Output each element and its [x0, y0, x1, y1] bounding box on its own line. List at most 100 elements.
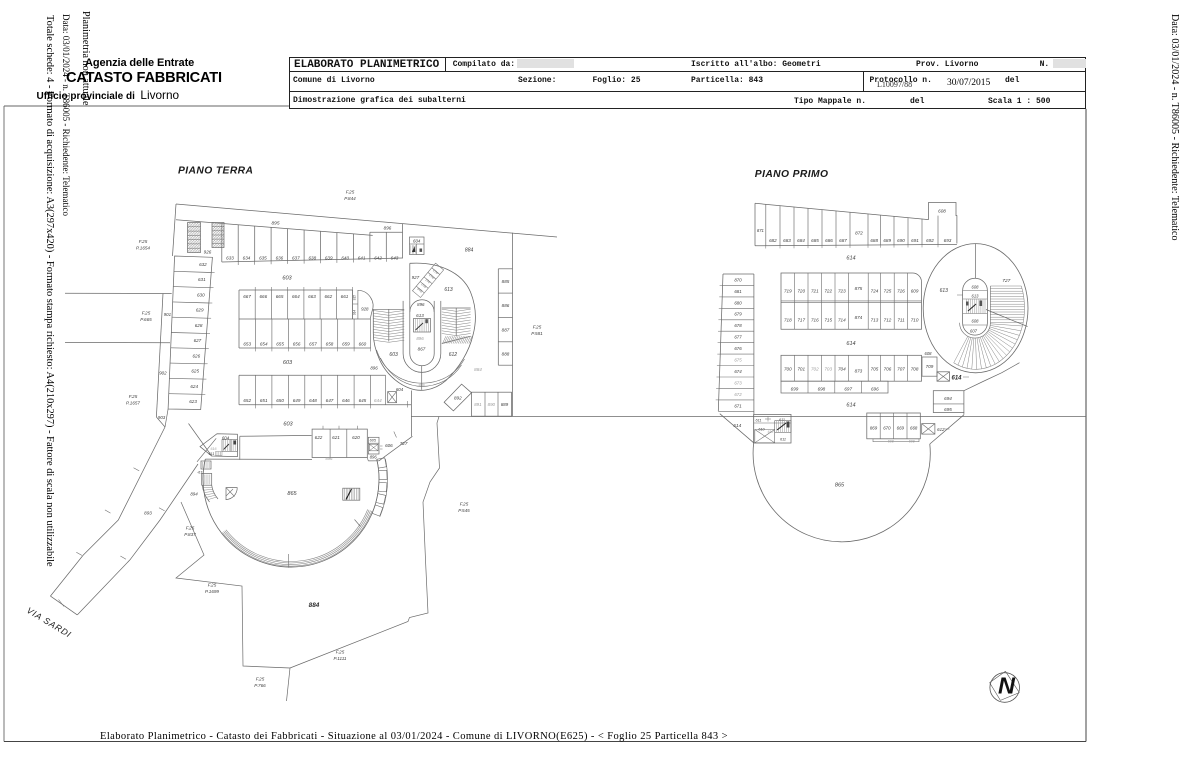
svg-text:608: 608 [925, 351, 933, 356]
svg-text:875: 875 [855, 286, 863, 291]
svg-text:928: 928 [361, 306, 369, 311]
svg-text:717: 717 [797, 318, 805, 323]
svg-text:684: 684 [797, 238, 805, 243]
svg-text:632: 632 [199, 262, 207, 267]
svg-text:614: 614 [846, 403, 855, 409]
svg-text:683: 683 [783, 238, 791, 243]
svg-text:608: 608 [972, 285, 980, 290]
svg-text:P.665: P.665 [140, 317, 152, 322]
svg-text:N: N [998, 673, 1016, 699]
svg-text:662: 662 [324, 294, 332, 299]
svg-text:638: 638 [308, 255, 316, 260]
svg-text:723: 723 [838, 289, 846, 294]
svg-text:926: 926 [204, 250, 212, 255]
svg-text:P.545: P.545 [458, 508, 470, 513]
svg-text:910: 910 [421, 282, 428, 289]
svg-text:888: 888 [502, 351, 510, 356]
svg-text:639: 639 [325, 255, 333, 260]
svg-text:713: 713 [871, 318, 879, 323]
svg-text:608: 608 [888, 440, 894, 444]
svg-text:885: 885 [502, 279, 510, 284]
svg-text:726: 726 [897, 289, 905, 294]
svg-text:715: 715 [824, 318, 832, 323]
svg-text:884: 884 [309, 602, 320, 609]
svg-text:722: 722 [824, 289, 832, 294]
svg-text:892: 892 [454, 396, 462, 401]
svg-text:725: 725 [884, 289, 892, 294]
svg-text:682: 682 [769, 238, 777, 243]
svg-text:665: 665 [276, 294, 284, 299]
svg-text:604: 604 [413, 239, 421, 244]
svg-text:873: 873 [855, 369, 863, 374]
svg-text:679: 679 [734, 312, 742, 317]
svg-text:650: 650 [276, 398, 284, 403]
svg-text:724: 724 [871, 289, 879, 294]
svg-text:698: 698 [818, 387, 826, 392]
svg-text:666: 666 [259, 294, 267, 299]
svg-text:611: 611 [755, 418, 761, 422]
svg-text:708: 708 [911, 367, 919, 372]
svg-text:896: 896 [326, 456, 334, 461]
svg-text:869: 869 [870, 425, 878, 430]
svg-text:F.25: F.25 [256, 677, 265, 682]
svg-text:605: 605 [370, 439, 377, 443]
svg-text:688: 688 [870, 238, 878, 243]
svg-text:F.25: F.25 [129, 394, 138, 399]
svg-text:872: 872 [855, 231, 863, 236]
svg-text:896: 896 [416, 336, 424, 341]
svg-text:896: 896 [370, 366, 378, 371]
svg-text:612: 612 [937, 427, 945, 432]
svg-text:692: 692 [926, 238, 934, 243]
svg-text:669: 669 [897, 425, 905, 430]
svg-text:624: 624 [190, 384, 198, 389]
svg-text:F.25: F.25 [208, 583, 217, 588]
svg-text:658: 658 [326, 341, 334, 346]
svg-text:642: 642 [374, 255, 382, 260]
svg-text:681: 681 [734, 289, 742, 294]
svg-text:670: 670 [883, 425, 891, 430]
svg-text:612: 612 [449, 352, 458, 358]
svg-text:727: 727 [1002, 278, 1010, 284]
svg-text:657: 657 [309, 341, 317, 346]
svg-text:902: 902 [159, 371, 167, 376]
svg-text:616: 616 [211, 447, 217, 451]
svg-text:704: 704 [838, 367, 846, 372]
svg-text:607: 607 [970, 328, 978, 333]
svg-text:865: 865 [835, 482, 845, 488]
svg-text:687: 687 [839, 238, 847, 243]
svg-text:613: 613 [416, 313, 424, 318]
svg-text:653: 653 [243, 341, 251, 346]
svg-text:P.1657: P.1657 [126, 401, 140, 406]
svg-text:623: 623 [189, 399, 197, 404]
svg-text:895: 895 [271, 221, 279, 227]
svg-text:621: 621 [332, 435, 340, 440]
svg-text:700: 700 [784, 367, 792, 372]
svg-text:711: 711 [897, 318, 905, 323]
svg-text:613: 613 [972, 294, 980, 299]
svg-text:F.25: F.25 [142, 311, 151, 316]
svg-text:716: 716 [811, 318, 819, 323]
svg-text:707: 707 [897, 367, 905, 372]
svg-text:VIA SARDI: VIA SARDI [25, 605, 73, 640]
svg-text:706: 706 [884, 367, 892, 372]
svg-text:608: 608 [938, 209, 946, 214]
svg-text:603: 603 [283, 422, 293, 428]
svg-text:680: 680 [734, 300, 742, 305]
svg-text:673: 673 [734, 380, 742, 385]
svg-text:651: 651 [260, 398, 268, 403]
svg-text:661: 661 [341, 294, 349, 299]
svg-text:887: 887 [502, 327, 510, 332]
svg-text:705: 705 [871, 367, 879, 372]
svg-text:654: 654 [260, 341, 268, 346]
svg-text:871: 871 [757, 228, 764, 233]
svg-text:884: 884 [465, 248, 474, 254]
svg-text:606: 606 [385, 443, 393, 448]
svg-text:677: 677 [734, 335, 742, 340]
svg-text:604: 604 [222, 435, 230, 440]
svg-text:630: 630 [197, 292, 205, 297]
svg-text:903: 903 [158, 415, 166, 420]
svg-text:637: 637 [292, 255, 300, 260]
svg-text:659: 659 [342, 341, 350, 346]
svg-text:891: 891 [474, 402, 482, 407]
svg-text:671: 671 [734, 403, 742, 408]
